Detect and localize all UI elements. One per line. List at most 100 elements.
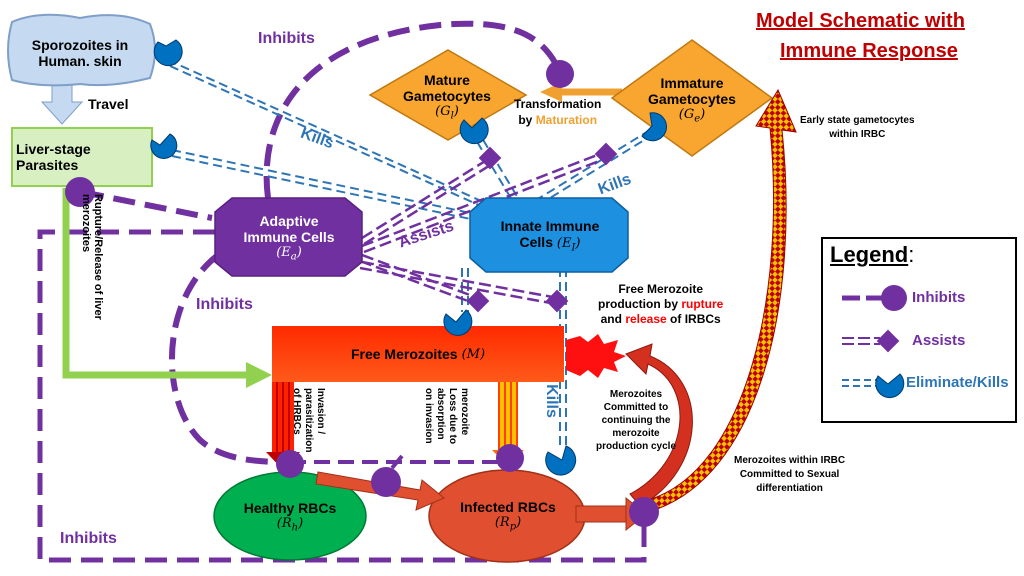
free-mero-line-2: production by rupture xyxy=(598,297,723,312)
transformation-by: by xyxy=(518,113,533,127)
legend-title-text: Legend xyxy=(830,242,909,267)
innate-line-1: Innate Immune xyxy=(500,218,600,235)
free-mero-line-1: Free Merozoite xyxy=(618,282,704,296)
free-mero-line-3: and release of IRBCs xyxy=(598,312,723,327)
free-mero-and: and xyxy=(600,312,622,326)
infected-node: Infected RBCs (Rp) xyxy=(440,488,576,544)
free-merozoite-production-label: Free Merozoite production by rupture and… xyxy=(598,282,723,327)
transformation-line-1: Transformation xyxy=(514,97,602,111)
sexual-line-1: Merozoites within IRBC xyxy=(734,455,846,466)
adaptive-shape xyxy=(214,197,363,277)
healthy-node: Healthy RBCs (Rh) xyxy=(222,490,358,544)
healthy-line-1: Healthy RBCs xyxy=(243,500,337,517)
immature-line-2: Gametocytes xyxy=(648,91,736,108)
travel-label: Travel xyxy=(88,96,129,112)
travel-arrow xyxy=(40,83,84,125)
sexual-line-2: Committed to Sexual xyxy=(739,469,840,480)
legend-box xyxy=(821,237,1017,423)
title-line-2: Immune Response xyxy=(780,40,958,62)
committed-line-5: production cycle xyxy=(596,441,677,452)
sporozoites-line-2: Human. skin xyxy=(38,53,122,69)
infected-line-1: Infected RBCs xyxy=(460,499,556,516)
assists-lines xyxy=(359,150,608,306)
liver-shape xyxy=(11,127,153,187)
merozoites-node: Free Merozoites (M) xyxy=(272,326,564,382)
innate-node: Innate Immune Cells (EI) xyxy=(476,208,624,264)
free-mero-production-by: production by xyxy=(598,297,678,311)
committed-line-4: merozoite xyxy=(612,428,660,439)
liver-line-1: Liver-stage xyxy=(16,141,91,157)
legend-assist-marker xyxy=(876,329,900,353)
inhibit-line-liver xyxy=(81,189,213,221)
invasion-flow xyxy=(272,382,294,454)
infected-symbol: (Rp) xyxy=(494,515,522,533)
inhibit-loop-outer xyxy=(37,229,647,563)
adaptive-line-2: Immune Cells xyxy=(243,229,335,246)
kill-markers xyxy=(150,39,668,476)
mature-line-2: Gametocytes xyxy=(403,88,491,105)
immature-line-1: Immature xyxy=(660,75,724,92)
committed-line-3: continuing the xyxy=(601,415,671,426)
immature-node: Immature Gametocytes (Ge) xyxy=(634,66,750,134)
inhibit-markers xyxy=(65,60,659,527)
rupture-release-label: Rupture/Release of liver merozoites xyxy=(80,194,104,320)
innate-line-2-row: Cells (EI) xyxy=(520,234,581,254)
legend-inhibits-label: Inhibits xyxy=(912,289,966,306)
sporozoites-node: Sporozoites in Human. skin xyxy=(14,30,146,76)
early-gametocytes-label: Early state gametocytes within IRBC xyxy=(800,114,915,142)
legend-kill-marker xyxy=(875,373,905,399)
mature-shape xyxy=(368,49,528,141)
transformation-label: Transformation by Maturation xyxy=(514,96,601,128)
mature-node: Mature Gametocytes (Gl) xyxy=(392,64,502,130)
title-line-1: Model Schematic with xyxy=(756,10,965,32)
inhibits-top-label: Inhibits xyxy=(258,30,315,47)
free-mero-of-irbcs: of IRBCs xyxy=(670,312,721,326)
kills-vertical-label: Kills xyxy=(542,384,560,418)
sexual-line-3: differentiation xyxy=(756,483,823,494)
free-mero-rupture: rupture xyxy=(681,297,724,311)
merozoites-symbol: (M) xyxy=(461,346,486,362)
innate-symbol: (EI) xyxy=(556,236,581,254)
early-line-2: within IRBC xyxy=(829,129,886,140)
rupture-burst xyxy=(566,334,626,378)
loss-flow xyxy=(498,382,518,452)
mature-symbol: (Gl) xyxy=(435,104,459,122)
inhibit-loop-top xyxy=(263,20,563,199)
rupture-arrow xyxy=(62,188,248,379)
liver-node: Liver-stage Parasites xyxy=(12,132,122,182)
liver-line-2: Parasites xyxy=(16,157,79,173)
legend-kills-label: Eliminate/Kills xyxy=(906,374,1009,391)
cycle-arrow xyxy=(625,343,693,507)
committed-line-2: Committed to xyxy=(603,402,669,413)
adaptive-node: Adaptive Immune Cells (Ea) xyxy=(220,204,358,272)
early-line-1: Early state gametocytes xyxy=(800,115,915,126)
immature-symbol: (Ge) xyxy=(678,107,706,125)
merozoites-shape xyxy=(272,326,564,382)
committed-line-1: Merozoites xyxy=(609,389,663,400)
sexual-arrow xyxy=(647,88,797,513)
inhibit-loop-mid xyxy=(168,252,286,465)
innate-line-2: Cells xyxy=(519,234,553,251)
sporozoites-shape xyxy=(7,13,156,87)
adaptive-symbol: (Ea) xyxy=(276,245,302,263)
adaptive-line-1: Adaptive xyxy=(259,213,319,230)
legend-title-colon: : xyxy=(908,242,915,267)
free-mero-release: release xyxy=(625,312,667,326)
merozoite-loss-label: merozoite Loss due to absorption on inva… xyxy=(423,388,470,445)
inhibits-mid-label: Inhibits xyxy=(196,296,253,313)
legend-assists-label: Assists xyxy=(912,332,966,349)
inhibits-bottom-label: Inhibits xyxy=(60,530,117,547)
sexual-diff-label: Merozoites within IRBC Committed to Sexu… xyxy=(734,454,845,496)
legend-inhibit-marker xyxy=(881,285,907,311)
healthy-symbol: (Rh) xyxy=(276,516,304,534)
mature-line-1: Mature xyxy=(424,72,470,89)
merozoites-label: Free Merozoites xyxy=(350,346,458,362)
invasion-label: Invasion / parasitization of HRBCs xyxy=(291,388,326,453)
legend-title: Legend: xyxy=(830,242,914,268)
transformation-maturation: Maturation xyxy=(535,113,598,127)
sporozoites-line-1: Sporozoites in xyxy=(31,37,129,53)
committed-cycle-label: Merozoites Committed to continuing the m… xyxy=(596,388,676,453)
infected-out-arrow xyxy=(575,505,631,523)
